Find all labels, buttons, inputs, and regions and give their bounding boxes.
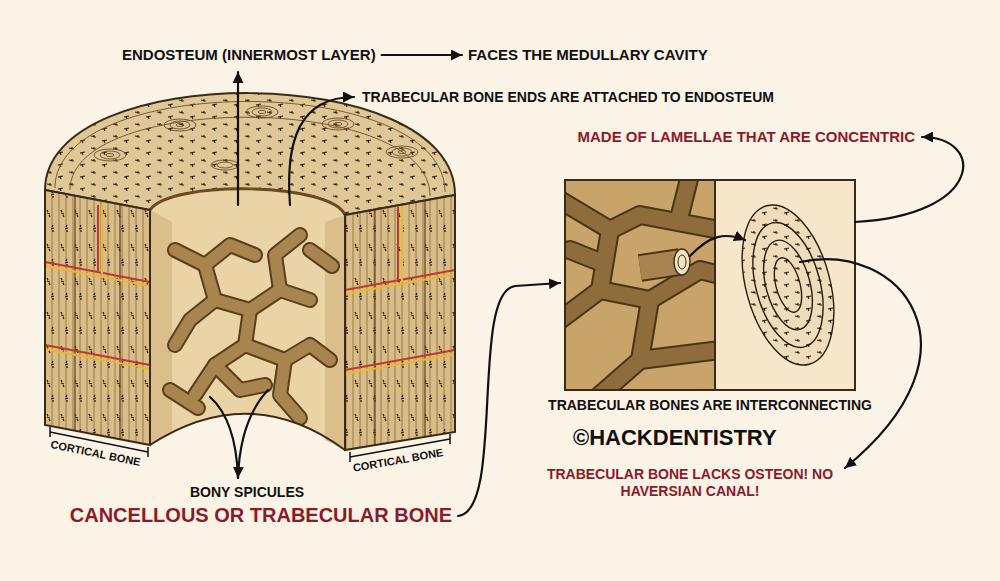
endosteum-wall (325, 215, 345, 450)
cortical-texture (45, 190, 150, 445)
annotation-label: TRABECULAR BONES ARE INTERCONNECTING (548, 397, 872, 414)
annotation-label: TRABECULAR BONE LACKS OSTEON! NO HAVERSI… (545, 466, 835, 500)
leader-line (210, 397, 238, 478)
inset-panel (715, 180, 855, 390)
leader-arrow (289, 97, 354, 205)
rod-cut-end (674, 249, 690, 275)
annotation-label: CORTICAL BONE (352, 446, 444, 475)
blood-vessel (345, 206, 455, 374)
concentric-lamellae (726, 195, 850, 375)
circumferential-lamella (70, 117, 430, 196)
callout-text: ENDOSTEUM (INNERMOST LAYER) (122, 46, 376, 64)
annotation-label: ©HACKDENTISTRY (573, 425, 777, 451)
cortical-outline (45, 190, 150, 445)
inset-border (565, 180, 715, 390)
spicule-outline (170, 235, 332, 418)
osteon-column-line (375, 200, 425, 445)
trabecula-fill (565, 180, 715, 390)
cortical-outline (345, 195, 455, 450)
blood-vessel (345, 207, 455, 370)
leader-arrow (237, 72, 239, 205)
callout-node: FACES THE MEDULLARY CAVITY (466, 44, 710, 66)
endosteum-line (150, 189, 345, 215)
annotation-label: MADE OF LAMELLAE THAT ARE CONCENTRIC (578, 128, 915, 146)
trabecula-outline (565, 180, 715, 390)
cortical-block (345, 195, 455, 450)
annotation-label: CORTICAL BONE (49, 438, 141, 469)
bony-spicules (170, 235, 332, 418)
blood-vessel (45, 206, 150, 369)
spicule-fill (170, 235, 332, 418)
cortical-texture (345, 195, 455, 450)
leader-arrow (855, 137, 963, 222)
callout-node: ENDOSTEUM (INNERMOST LAYER) (120, 44, 378, 66)
leader-arrow (238, 390, 268, 478)
osteon-rings (94, 106, 418, 170)
blood-vessel (45, 205, 150, 365)
annotation-label: TRABECULAR BONE ENDS ARE ATTACHED TO END… (362, 89, 774, 106)
leader-arrow (458, 283, 560, 516)
cavity-cut-edge (150, 414, 345, 450)
callout-text: FACES THE MEDULLARY CAVITY (468, 46, 708, 64)
osteocyte-marks (740, 200, 840, 370)
leader-arrow (800, 259, 921, 468)
annotation-label: CANCELLOUS OR TRABECULAR BONE (70, 503, 452, 527)
rod-cut-ring (678, 255, 686, 269)
connector-arrow (382, 54, 462, 56)
medullary-cavity (150, 189, 345, 450)
leader-arrow (690, 236, 745, 256)
annotation-label: BONY SPICULES (190, 484, 304, 501)
cortical-block (45, 190, 150, 445)
trabecular-network (565, 180, 715, 390)
leader-lines (210, 72, 963, 516)
